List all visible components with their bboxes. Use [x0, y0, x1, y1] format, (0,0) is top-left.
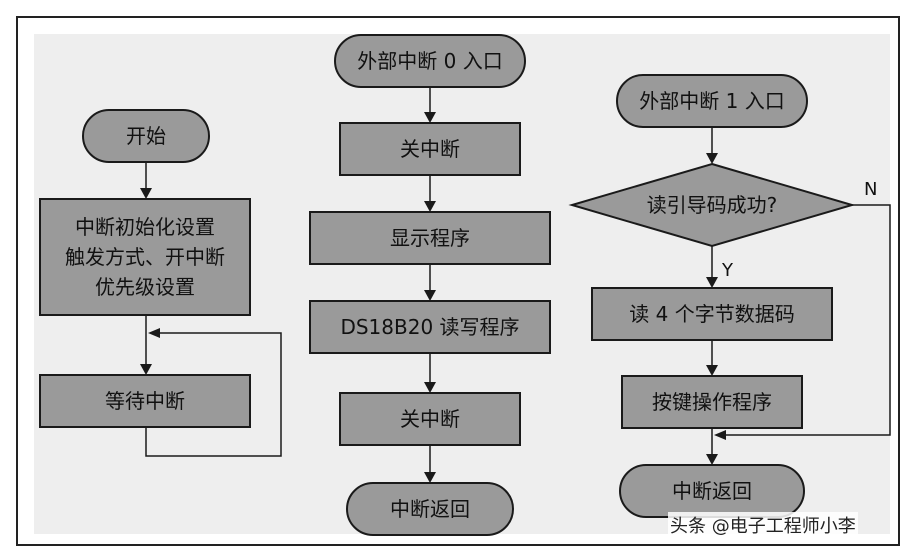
node-wait: 等待中断 — [39, 374, 251, 428]
watermark: 头条 @电子工程师小李 — [668, 512, 858, 538]
edge-m3 — [424, 264, 436, 301]
edge-wait-loop — [145, 328, 282, 457]
node-int0-entry: 外部中断 0 入口 — [334, 34, 526, 88]
svg-text:中断返回: 中断返回 — [672, 479, 752, 503]
svg-text:读引导码成功?: 读引导码成功? — [647, 193, 778, 217]
edge-m4 — [424, 353, 436, 393]
node-int1-entry: 外部中断 1 入口 — [616, 74, 808, 128]
svg-text:优先级设置: 优先级设置 — [95, 275, 195, 299]
svg-text:等待中断: 等待中断 — [105, 389, 185, 413]
svg-text:外部中断 0 入口: 外部中断 0 入口 — [357, 49, 502, 73]
node-key-handler: 按键操作程序 — [621, 375, 803, 429]
svg-text:按键操作程序: 按键操作程序 — [652, 390, 772, 414]
label-yes: Y — [721, 260, 734, 281]
svg-text:中断返回: 中断返回 — [390, 497, 470, 521]
edge-m5 — [424, 445, 436, 483]
node-start: 开始 — [82, 109, 210, 163]
edge-m1 — [424, 87, 436, 123]
node-close-int-2: 关中断 — [339, 392, 521, 446]
node-init: 中断初始化设置 触发方式、开中断 优先级设置 — [39, 198, 251, 316]
node-int0-return: 中断返回 — [346, 482, 514, 536]
edge-init-wait — [140, 315, 152, 375]
node-int1-return: 中断返回 — [619, 464, 805, 518]
node-ds18b20: DS18B20 读写程序 — [309, 300, 551, 354]
svg-text:关中断: 关中断 — [400, 137, 460, 161]
edge-r1 — [706, 127, 718, 164]
node-decision: 读引导码成功? — [568, 162, 856, 248]
label-no: N — [864, 179, 877, 200]
node-close-int-1: 关中断 — [339, 122, 521, 176]
svg-text:DS18B20 读写程序: DS18B20 读写程序 — [340, 315, 519, 339]
svg-text:中断初始化设置: 中断初始化设置 — [75, 215, 215, 239]
edge-start-init — [140, 162, 152, 199]
edge-r-no — [714, 204, 891, 440]
node-read-4-bytes: 读 4 个字节数据码 — [591, 287, 833, 341]
edge-r-yes — [706, 246, 718, 288]
svg-text:读 4 个字节数据码: 读 4 个字节数据码 — [629, 302, 794, 326]
edge-r3 — [706, 428, 718, 465]
edge-r2 — [706, 340, 718, 376]
svg-text:外部中断 1 入口: 外部中断 1 入口 — [639, 89, 784, 113]
svg-text:触发方式、开中断: 触发方式、开中断 — [65, 245, 225, 269]
node-display: 显示程序 — [309, 211, 551, 265]
svg-text:关中断: 关中断 — [400, 407, 460, 431]
svg-text:开始: 开始 — [126, 124, 166, 148]
edge-m2 — [424, 175, 436, 212]
svg-text:显示程序: 显示程序 — [390, 226, 470, 250]
